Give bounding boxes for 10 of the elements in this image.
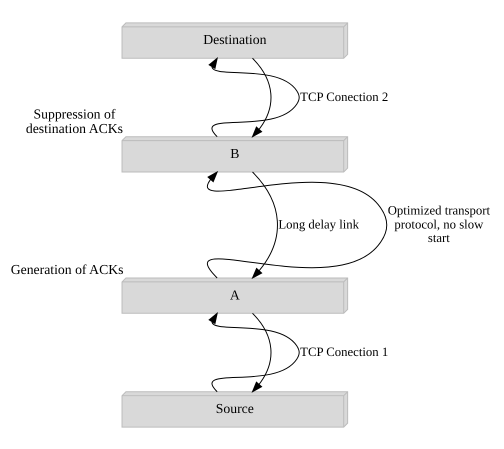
edge-label: Long delay link [278,216,360,231]
node-label: Generation of ACKs [10,262,124,277]
arrow [206,170,388,278]
node-label: Suppression of destination ACKs [26,106,124,136]
edge-label: Optimized transport protocol, no slow start [388,203,490,245]
edge-label: TCP Conection 2 [300,89,388,104]
arrow [252,312,272,392]
arrow [252,57,272,138]
edge-label: TCP Conection 1 [300,344,388,358]
arrow [251,171,278,279]
